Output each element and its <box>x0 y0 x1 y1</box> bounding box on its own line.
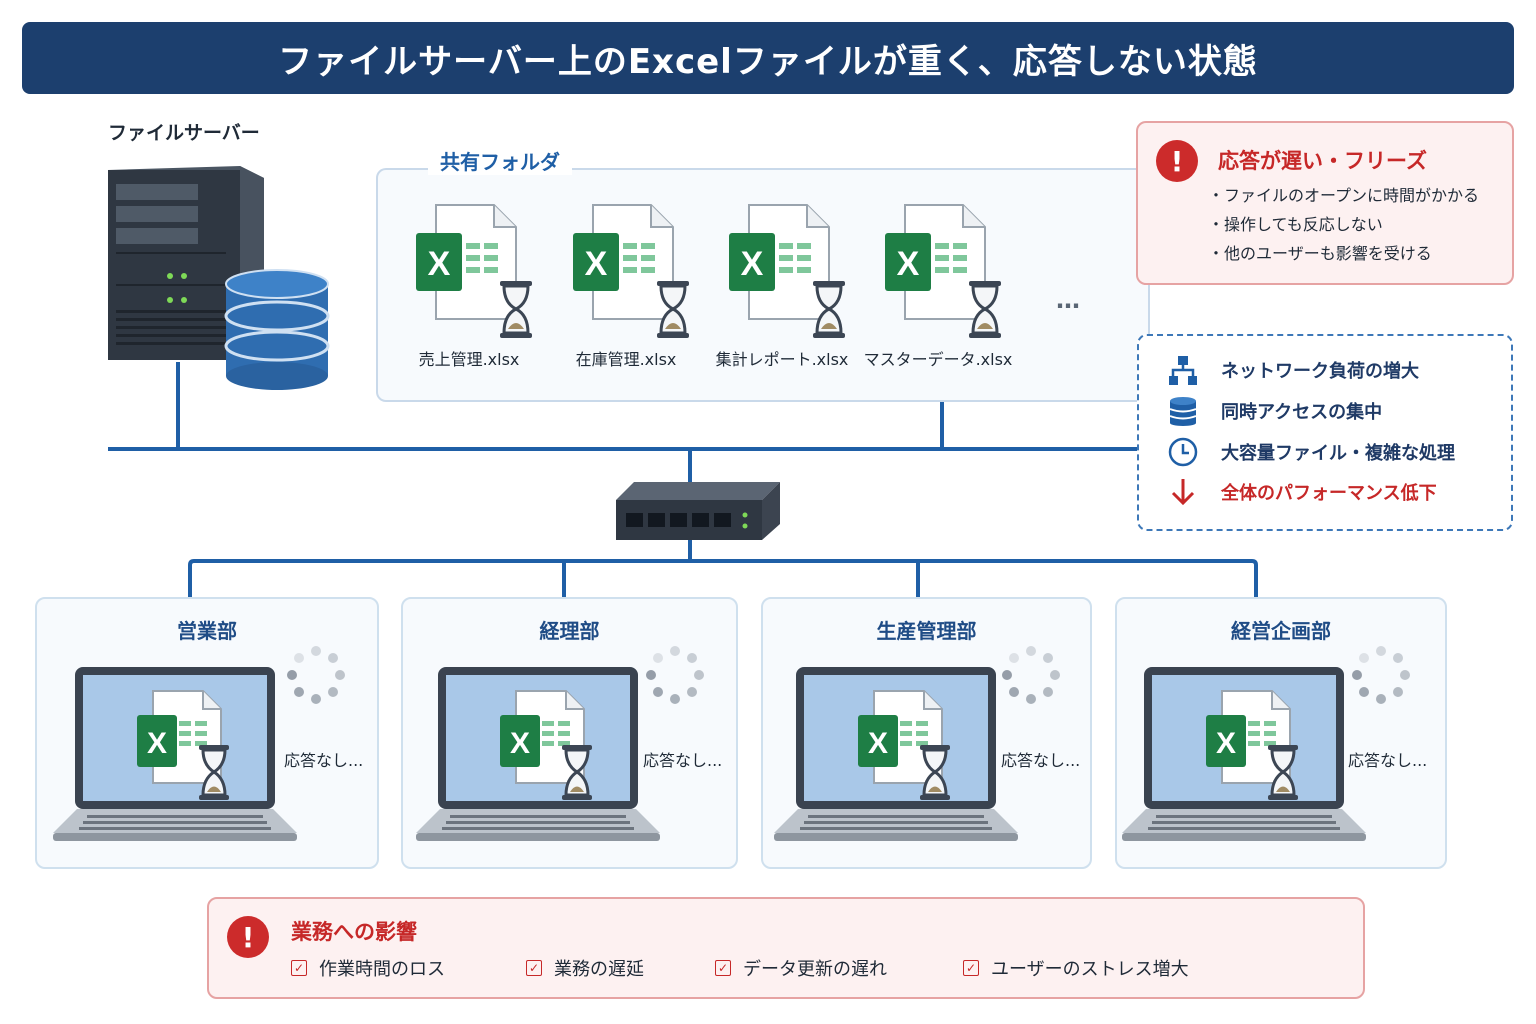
page-title: ファイルサーバー上のExcelファイルが重く、応答しない状態 <box>278 41 1258 82</box>
alert-item: 操作しても反応しない <box>1208 210 1479 239</box>
department-panel: 経理部 X 応答なし... <box>401 597 738 869</box>
department-name: 生産管理部 <box>876 619 977 643</box>
excel-file-item[interactable]: X 売上管理.xlsx <box>394 203 544 369</box>
impact-item-label: 業務の遅延 <box>554 959 644 980</box>
shared-folder-title: 共有フォルダ <box>428 146 572 175</box>
laptop-icon: X <box>416 667 660 841</box>
impact-panel: ! 業務への影響 ✓ 作業時間のロス ✓ 業務の遅延 ✓ データ更新の遅れ ✓ … <box>207 897 1365 999</box>
file-name: 在庫管理.xlsx <box>575 350 677 369</box>
alert-title: 応答が遅い・フリーズ <box>1218 149 1427 173</box>
more-files-indicator: … <box>1056 286 1083 314</box>
checkbox-icon: ✓ <box>715 960 731 976</box>
checkbox-icon: ✓ <box>963 960 979 976</box>
network-icon <box>1169 356 1197 385</box>
loading-spinner-icon <box>1352 646 1410 704</box>
excel-file-icon: X <box>573 204 689 338</box>
svg-text:X: X <box>510 727 530 760</box>
department-panel: 営業部 X 応答なし... <box>35 597 379 869</box>
hourglass-icon <box>657 281 689 338</box>
file-name: 売上管理.xlsx <box>418 350 520 369</box>
server-label: ファイルサーバー <box>108 122 260 144</box>
file-name: マスターデータ.xlsx <box>863 350 1013 369</box>
loading-spinner-icon <box>646 646 704 704</box>
causes-panel: ネットワーク負荷の増大 同時アクセスの集中 大容量ファイル・複雑な処理 <box>1137 334 1513 531</box>
department-name: 経理部 <box>539 619 600 643</box>
department-panel: 経営企画部 X 応答なし... <box>1115 597 1447 869</box>
impact-item-label: 作業時間のロス <box>319 959 445 980</box>
svg-text:X: X <box>741 245 764 283</box>
loading-spinner-icon <box>1002 646 1060 704</box>
clock-icon <box>1168 437 1198 467</box>
alert-list: ファイルのオープンに時間がかかる 操作しても反応しない 他のユーザーも影響を受け… <box>1208 181 1479 268</box>
cause-item: 全体のパフォーマンス低下 <box>1163 475 1437 509</box>
hourglass-icon <box>969 281 1001 338</box>
impact-item: ✓ 業務の遅延 <box>526 955 644 981</box>
arrow-down-icon <box>1171 479 1195 506</box>
excel-file-icon: X <box>416 204 532 338</box>
cause-item: 大容量ファイル・複雑な処理 <box>1163 435 1455 469</box>
alert-item: 他のユーザーも影響を受ける <box>1208 239 1479 268</box>
svg-text:X: X <box>585 245 608 283</box>
network-switch-icon <box>616 482 780 540</box>
department-panel: 生産管理部 X 応答なし... <box>761 597 1092 869</box>
impact-item: ✓ 作業時間のロス <box>291 955 445 981</box>
hourglass-icon <box>500 281 532 338</box>
impact-title: 業務への影響 <box>291 920 417 944</box>
file-server-icon <box>108 166 330 390</box>
svg-text:X: X <box>897 245 920 283</box>
cause-item: 同時アクセスの集中 <box>1163 394 1382 428</box>
cause-text: 全体のパフォーマンス低下 <box>1221 483 1437 504</box>
status-text: 応答なし... <box>1348 751 1428 770</box>
cause-text: 大容量ファイル・複雑な処理 <box>1221 443 1455 464</box>
impact-item-label: ユーザーのストレス増大 <box>991 959 1189 980</box>
laptop-icon: X <box>774 667 1018 841</box>
excel-file-item[interactable]: X マスターデータ.xlsx <box>863 203 1013 369</box>
excel-file-icon: X <box>885 204 1001 338</box>
cause-text: 同時アクセスの集中 <box>1221 402 1383 423</box>
database-icon <box>1169 397 1197 426</box>
svg-text:X: X <box>868 727 888 760</box>
impact-item: ✓ ユーザーのストレス増大 <box>963 955 1189 981</box>
alert-item: ファイルのオープンに時間がかかる <box>1208 181 1479 210</box>
hourglass-icon <box>813 281 845 338</box>
file-name: 集計レポート.xlsx <box>715 350 849 369</box>
cause-item: ネットワーク負荷の増大 <box>1163 353 1419 387</box>
impact-item-label: データ更新の遅れ <box>743 959 887 980</box>
department-name: 営業部 <box>177 619 237 643</box>
svg-text:X: X <box>1216 727 1236 760</box>
impact-item: ✓ データ更新の遅れ <box>715 955 887 981</box>
laptop-icon: X <box>1122 667 1366 841</box>
status-text: 応答なし... <box>1001 751 1081 770</box>
excel-file-item[interactable]: X 集計レポート.xlsx <box>707 203 857 369</box>
excel-file-item[interactable]: X 在庫管理.xlsx <box>551 203 701 369</box>
status-text: 応答なし... <box>643 751 723 770</box>
laptop-icon: X <box>53 667 297 841</box>
checkbox-icon: ✓ <box>291 960 307 976</box>
department-name: 経営企画部 <box>1231 619 1331 643</box>
checkbox-icon: ✓ <box>526 960 542 976</box>
status-text: 応答なし... <box>284 751 364 770</box>
svg-text:X: X <box>147 727 167 760</box>
excel-file-icon: X <box>729 204 845 338</box>
alert-icon: ! <box>227 916 269 958</box>
cause-text: ネットワーク負荷の増大 <box>1221 361 1419 382</box>
title-banner: ファイルサーバー上のExcelファイルが重く、応答しない状態 <box>22 22 1514 94</box>
loading-spinner-icon <box>287 646 345 704</box>
alert-panel: ! 応答が遅い・フリーズ ファイルのオープンに時間がかかる 操作しても反応しない… <box>1136 121 1514 285</box>
svg-text:X: X <box>428 245 451 283</box>
alert-icon: ! <box>1156 140 1198 182</box>
